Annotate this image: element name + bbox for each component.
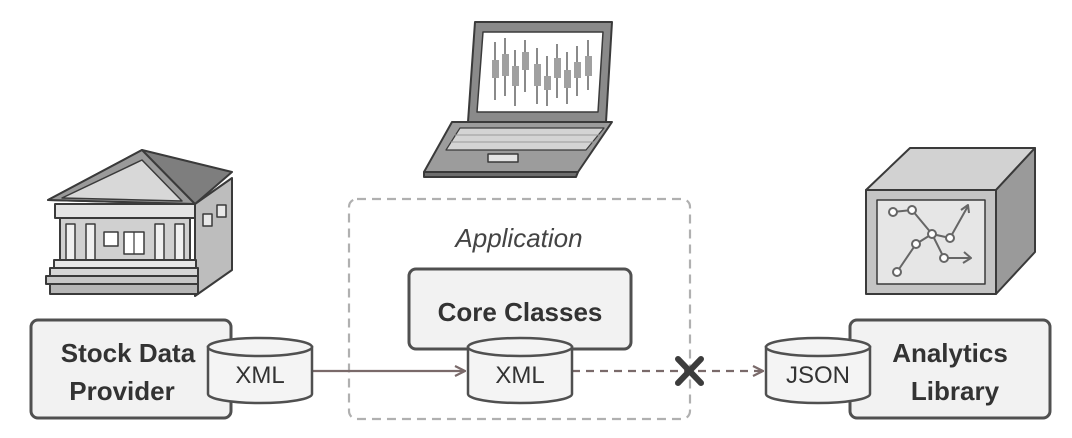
laptop-chart-icon bbox=[423, 21, 613, 178]
provider-title-line2: Provider bbox=[69, 376, 175, 406]
library-title-line1: Analytics bbox=[892, 338, 1008, 368]
library-title-line2: Library bbox=[911, 376, 1000, 406]
library-json-database: JSON bbox=[764, 336, 872, 405]
provider-xml-database: XML bbox=[206, 336, 314, 405]
bank-building-icon bbox=[45, 149, 233, 297]
core-xml-label: XML bbox=[495, 362, 544, 389]
blocked-x-icon bbox=[675, 356, 704, 386]
application-label: Application bbox=[453, 223, 582, 253]
provider-title-line1: Stock Data bbox=[61, 338, 196, 368]
analytics-box-icon bbox=[865, 147, 1036, 295]
provider-xml-label: XML bbox=[235, 362, 284, 389]
application-boundary bbox=[347, 197, 692, 421]
core-classes-label: Core Classes bbox=[438, 297, 603, 327]
library-json-label: JSON bbox=[786, 362, 850, 389]
core-xml-database: XML bbox=[466, 336, 574, 405]
